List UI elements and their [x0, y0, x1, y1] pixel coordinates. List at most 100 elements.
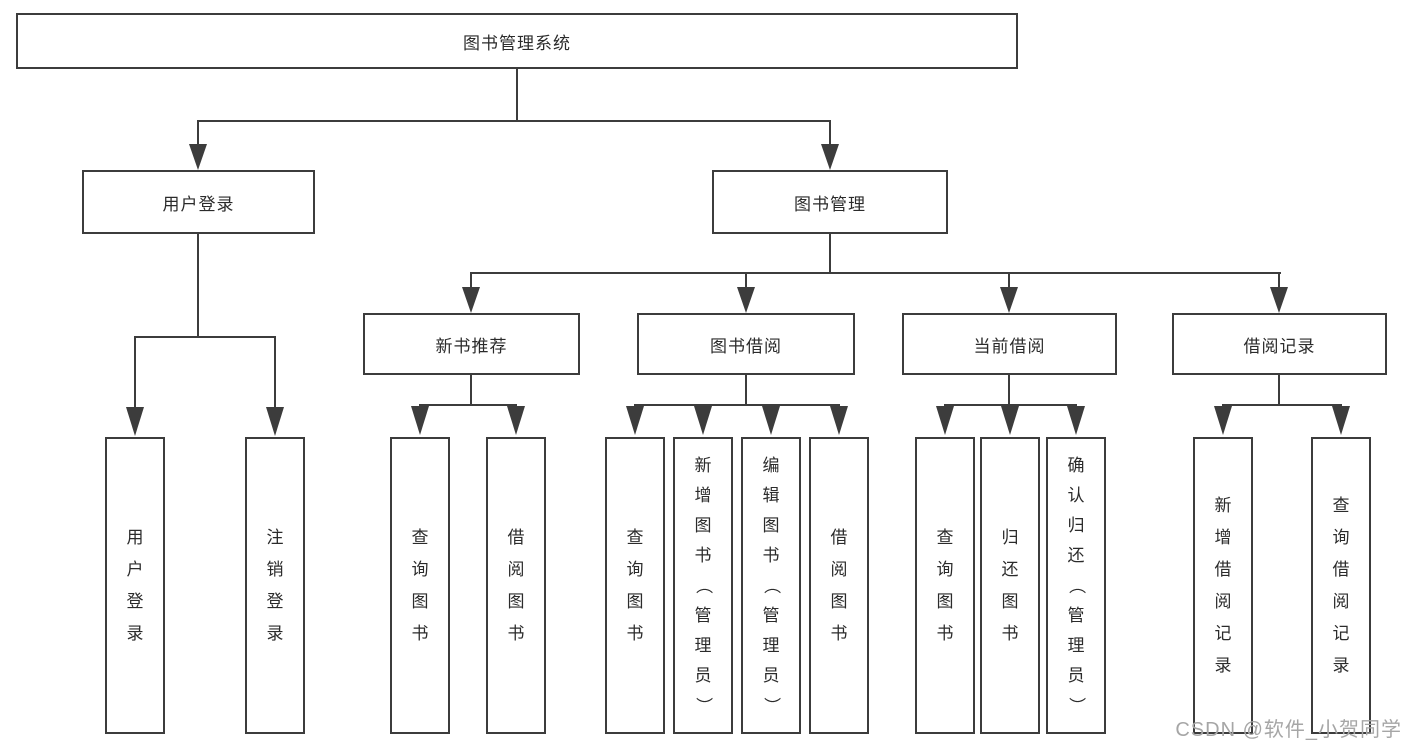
vertical-char: ）: [1066, 697, 1086, 714]
node-label: 图书借阅: [710, 336, 782, 356]
vertical-char: 图: [762, 516, 780, 535]
vertical-char: 确: [1067, 456, 1085, 475]
leaf-query-books-current: 查询图书: [915, 437, 975, 734]
arrowhead-down-icon: [626, 406, 644, 435]
arrowhead-down-icon: [936, 406, 954, 435]
arrowhead-down-icon: [126, 407, 144, 436]
vertical-char: 阅: [507, 560, 525, 579]
connector-borrowing-stem: [745, 375, 747, 406]
arrowhead-down-icon: [1067, 406, 1085, 435]
connector-current-stem: [1008, 375, 1010, 406]
vertical-char: 书: [936, 624, 954, 643]
vertical-char: 增: [694, 486, 712, 505]
vertical-char: 注: [266, 528, 284, 547]
vertical-char: 销: [266, 560, 284, 579]
node-label: 图书管理系统: [463, 33, 571, 53]
connector-arrow-tail: [829, 122, 831, 148]
connector-arrow-tail: [470, 274, 472, 290]
vertical-char: 新: [694, 456, 712, 475]
vertical-char: 查: [626, 528, 644, 547]
connector-borrowing-rail: [634, 404, 840, 406]
leaf-return-books: 归还图书: [980, 437, 1040, 734]
connector-arrow-tail: [197, 122, 199, 148]
leaf-edit-books-admin: 编辑图书（管理员）: [741, 437, 801, 734]
node-label: 借阅记录: [1243, 336, 1316, 356]
connector-arrow-tail: [1008, 274, 1010, 290]
node-label: 新增借阅记录: [1195, 439, 1251, 732]
node-label: 借阅图书: [488, 439, 544, 732]
vertical-char: 书: [626, 624, 644, 643]
arrowhead-down-icon: [830, 406, 848, 435]
vertical-char: ）: [693, 697, 713, 714]
connector-level2-rail: [197, 120, 831, 122]
leaf-user-login: 用户登录: [105, 437, 165, 734]
connector-userlogin-stem: [197, 234, 199, 338]
vertical-char: 书: [762, 546, 780, 565]
connector-arrow-tail: [274, 338, 276, 412]
connector-arrow-tail: [134, 338, 136, 412]
vertical-char: 员: [762, 666, 780, 685]
vertical-char: 管: [694, 606, 712, 625]
arrowhead-down-icon: [1332, 406, 1350, 435]
leaf-query-books-borrowing: 查询图书: [605, 437, 665, 734]
vertical-char: （: [1066, 577, 1086, 594]
node-new-book-recommend: 新书推荐: [363, 313, 580, 375]
node-root-library-system: 图书管理系统: [16, 13, 1018, 69]
node-label: 查询图书: [392, 439, 448, 732]
node-user-login: 用户登录: [82, 170, 315, 234]
arrowhead-down-icon: [1001, 406, 1019, 435]
vertical-char: 理: [1067, 636, 1085, 655]
vertical-char: 户: [126, 560, 144, 579]
arrowhead-down-icon: [1214, 406, 1232, 435]
arrowhead-down-icon: [821, 144, 839, 170]
leaf-confirm-return-admin: 确认归还（管理员）: [1046, 437, 1106, 734]
node-label: 借阅图书: [811, 439, 867, 732]
connector-records-stem: [1278, 375, 1280, 406]
vertical-char: 图: [626, 592, 644, 611]
vertical-char: 管: [1067, 606, 1085, 625]
connector-records-rail: [1222, 404, 1342, 406]
csdn-watermark: CSDN @软件_小贺同学: [1175, 719, 1402, 741]
vertical-char: 增: [1214, 528, 1232, 547]
vertical-char: 借: [1332, 560, 1350, 579]
vertical-char: 借: [1214, 560, 1232, 579]
arrowhead-down-icon: [411, 406, 429, 435]
arrowhead-down-icon: [737, 287, 755, 313]
vertical-char: 录: [266, 624, 284, 643]
arrowhead-down-icon: [694, 406, 712, 435]
arrowhead-down-icon: [189, 144, 207, 170]
connector-newbook-rail: [419, 404, 517, 406]
vertical-char: 员: [694, 666, 712, 685]
node-label: 查询借阅记录: [1313, 439, 1369, 732]
vertical-char: 图: [936, 592, 954, 611]
vertical-char: 查: [411, 528, 429, 547]
node-label: 查询图书: [607, 439, 663, 732]
node-label: 确认归还（管理员）: [1048, 439, 1104, 732]
node-borrowing-records: 借阅记录: [1172, 313, 1387, 375]
vertical-char: 新: [1214, 496, 1232, 515]
vertical-char: 借: [507, 528, 525, 547]
node-label: 用户登录: [162, 194, 235, 214]
vertical-char: 图: [694, 516, 712, 535]
vertical-char: 询: [626, 560, 644, 579]
connector-level3-rail: [470, 272, 1281, 274]
vertical-char: 还: [1067, 546, 1085, 565]
node-label: 新增图书（管理员）: [675, 439, 731, 732]
connector-current-rail: [944, 404, 1077, 406]
leaf-query-books-newbook: 查询图书: [390, 437, 450, 734]
connector-userlogin-rail: [134, 336, 276, 338]
vertical-char: 登: [266, 592, 284, 611]
vertical-char: 理: [694, 636, 712, 655]
vertical-char: 图: [507, 592, 525, 611]
vertical-char: 录: [1332, 656, 1350, 675]
vertical-char: 理: [762, 636, 780, 655]
vertical-char: 归: [1001, 528, 1019, 547]
vertical-char: 书: [694, 546, 712, 565]
vertical-char: 书: [1001, 624, 1019, 643]
vertical-char: 查: [1332, 496, 1350, 515]
vertical-char: 查: [936, 528, 954, 547]
node-label: 当前借阅: [973, 336, 1046, 356]
node-book-borrowing: 图书借阅: [637, 313, 855, 375]
leaf-logout: 注销登录: [245, 437, 305, 734]
